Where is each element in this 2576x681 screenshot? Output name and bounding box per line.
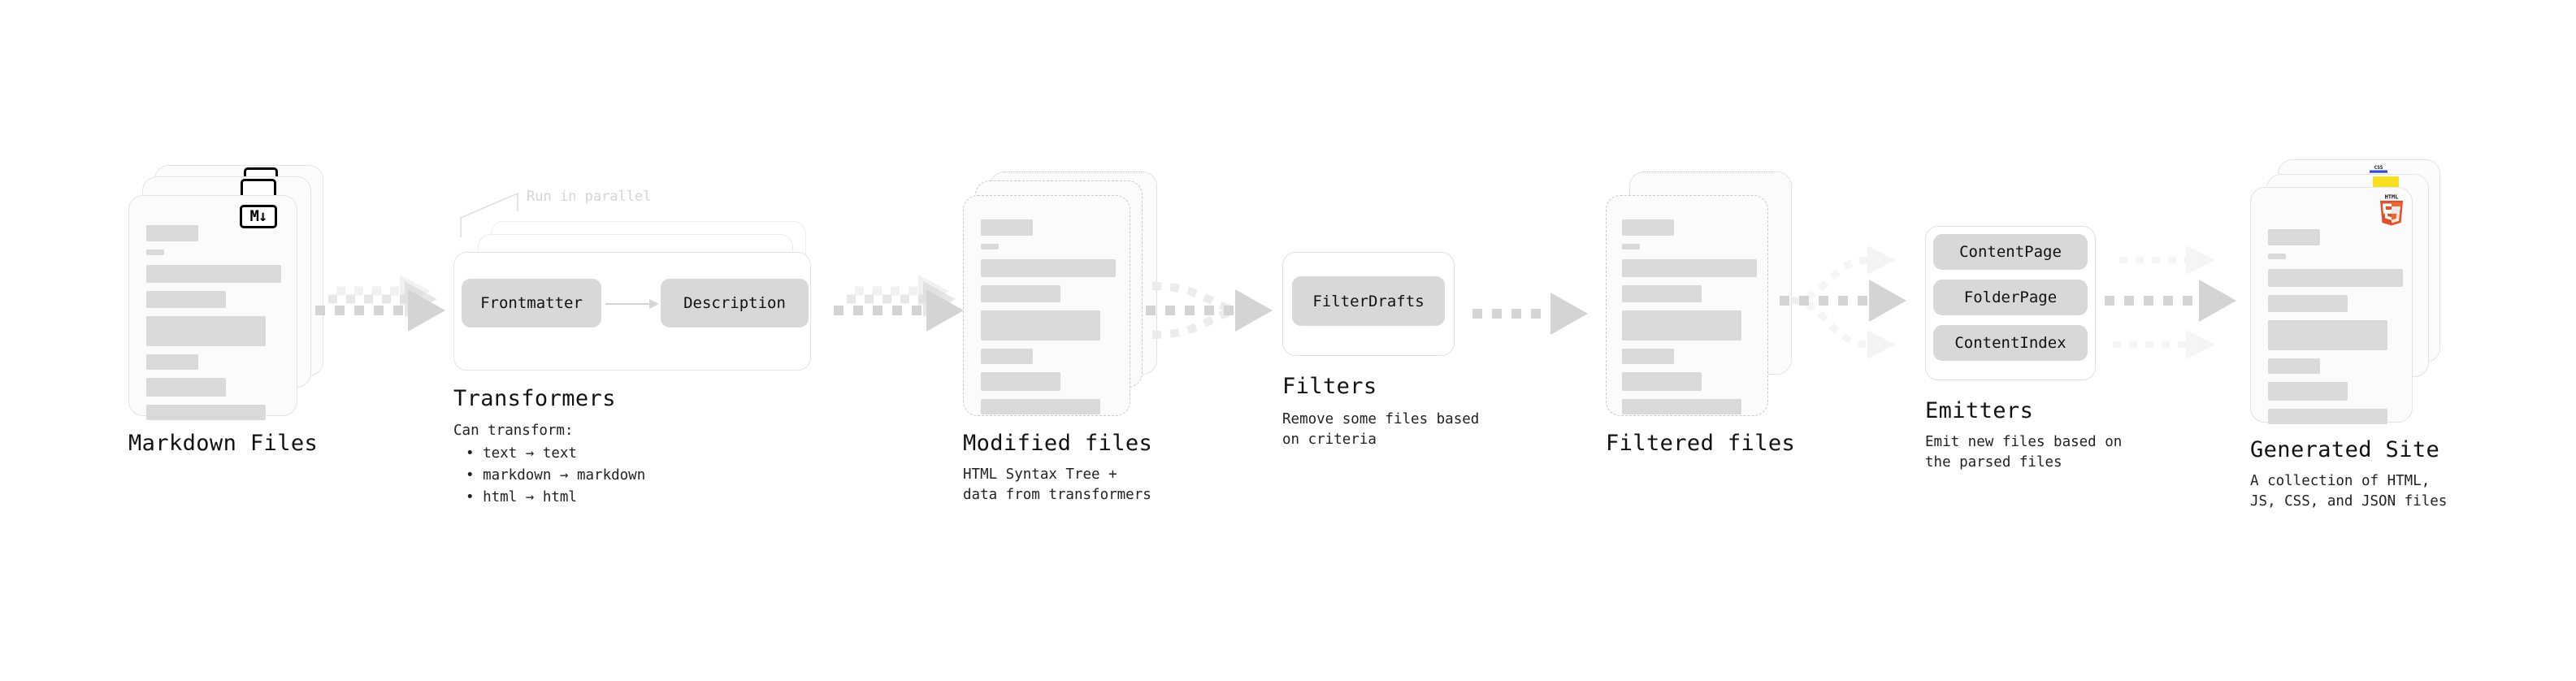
modified-files-description: HTML Syntax Tree + data from transformer… <box>963 466 1151 503</box>
filters-label: Filters <box>1282 374 1377 399</box>
filters-description: Remove some files based on criteria <box>1282 411 1480 448</box>
transformer-node-frontmatter[interactable]: Frontmatter <box>462 279 601 327</box>
markdown-icon: M↓ <box>240 205 277 228</box>
transformer-node-description[interactable]: Description <box>661 279 809 327</box>
transformers-bullet-2: • html → html <box>466 489 577 505</box>
css3-icon: CSS <box>2368 163 2389 174</box>
markdown-icon-label: M↓ <box>249 207 268 225</box>
run-in-parallel-note: Run in parallel <box>527 189 652 205</box>
generated-card-lines <box>2268 229 2403 432</box>
transformers-bullet-1: • markdown → markdown <box>466 467 646 484</box>
emitter-node-folderpage-label: FolderPage <box>1963 288 2058 306</box>
emitter-node-contentindex-label: ContentIndex <box>1954 334 2066 352</box>
transformer-node-frontmatter-label: Frontmatter <box>480 294 583 312</box>
filter-node-filterdrafts-label: FilterDrafts <box>1312 292 1425 310</box>
transformers-bullet-0: • text → text <box>466 445 577 462</box>
arrow-transformers-to-modified <box>829 268 975 358</box>
svg-text:CSS: CSS <box>2374 165 2383 171</box>
transformers-description: Can transform: <box>453 423 574 439</box>
arrow-markdown-to-transformers <box>310 268 457 358</box>
filtered-card-lines <box>1622 219 1757 423</box>
generated-site-description: A collection of HTML, JS, CSS, and JSON … <box>2250 473 2448 510</box>
emitters-description: Emit new files based on the parsed files <box>1925 434 2123 471</box>
emitter-node-contentpage-label: ContentPage <box>1959 243 2062 261</box>
filter-node-filterdrafts[interactable]: FilterDrafts <box>1292 276 1445 326</box>
transformers-label: Transformers <box>453 386 616 411</box>
arrow-filters-to-filtered <box>1469 286 1599 343</box>
markdown-card-lines <box>146 225 281 428</box>
html5-icon: HTML <box>2378 192 2405 226</box>
emitter-node-contentpage[interactable]: ContentPage <box>1933 234 2088 270</box>
emitter-node-folderpage[interactable]: FolderPage <box>1933 280 2088 315</box>
arrow-filtered-to-emitters <box>1780 229 1934 375</box>
arrow-modified-to-filters <box>1138 260 1292 366</box>
arrow-emitters-to-generated <box>2105 229 2259 375</box>
filtered-files-label: Filtered files <box>1606 431 1796 456</box>
svg-text:HTML: HTML <box>2385 194 2399 201</box>
emitter-node-contentindex[interactable]: ContentIndex <box>1933 325 2088 361</box>
transformer-node-description-label: Description <box>683 294 786 312</box>
markdown-files-label: Markdown Files <box>128 431 319 456</box>
generated-site-label: Generated Site <box>2250 437 2440 462</box>
modified-card-lines <box>981 219 1116 423</box>
modified-files-label: Modified files <box>963 431 1153 456</box>
emitters-label: Emitters <box>1925 398 2034 423</box>
